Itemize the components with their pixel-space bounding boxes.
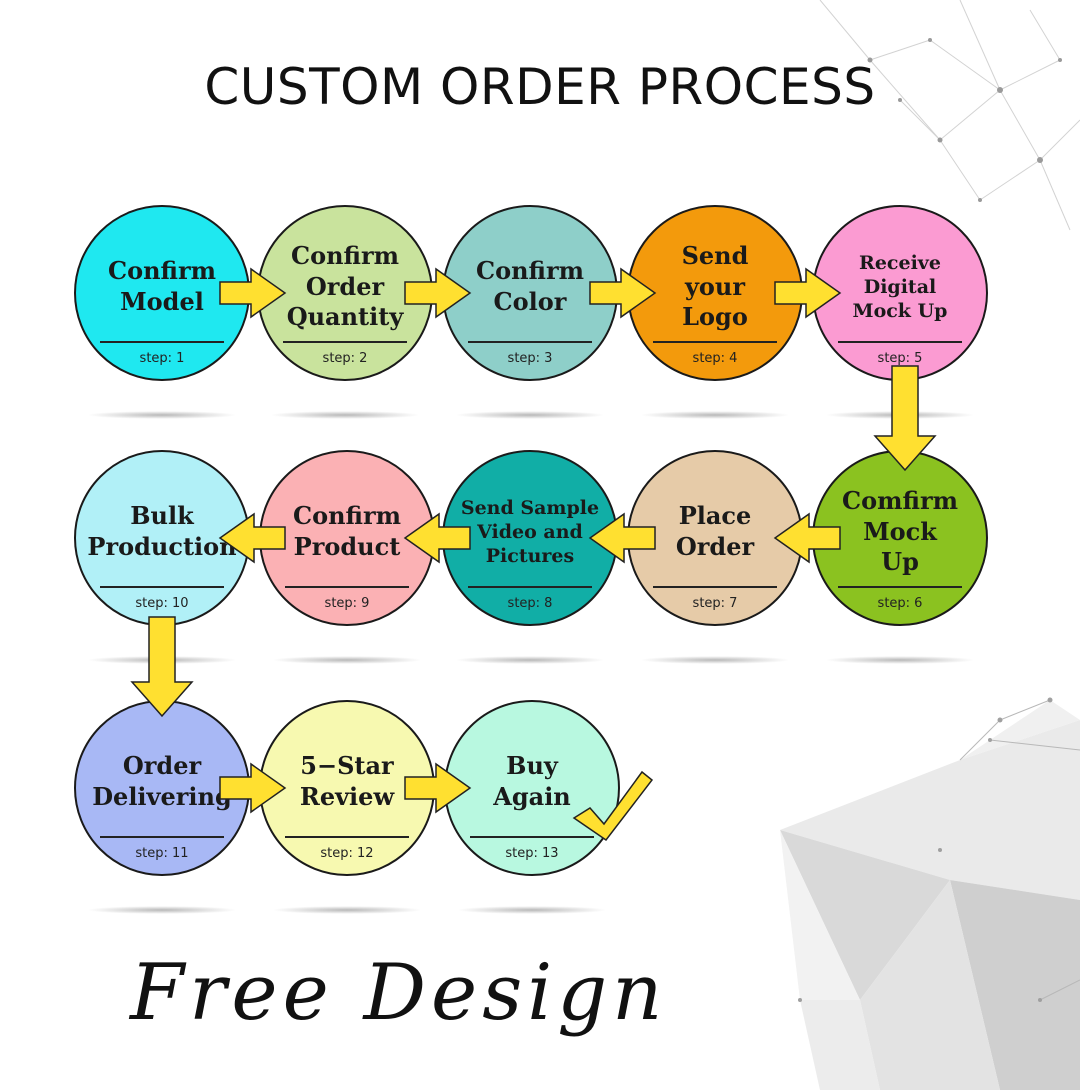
- step-divider: [653, 586, 777, 588]
- step-shadow: [272, 906, 422, 914]
- step-circle: Place Order step: 7: [627, 450, 803, 626]
- step-circle: Confirm Product step: 9: [259, 450, 435, 626]
- step-divider: [468, 586, 592, 588]
- step-number: step: 10: [135, 596, 189, 611]
- step-number: step: 13: [505, 846, 559, 861]
- step-number: step: 9: [324, 596, 370, 611]
- step-number: step: 2: [322, 351, 368, 366]
- step-label: 5−Star Review: [299, 751, 395, 811]
- step-label: Confirm Model: [107, 256, 217, 316]
- step-shadow: [270, 411, 420, 419]
- step-circle: 5−Star Review step: 12: [259, 700, 435, 876]
- network-lines-top-right: [819, 0, 1080, 231]
- step-circle: Buy Again step: 13: [444, 700, 620, 876]
- step-number: step: 8: [507, 596, 553, 611]
- step-label: Receive Digital Mock Up: [852, 251, 948, 323]
- step-number: step: 12: [320, 846, 374, 861]
- step-circle: Bulk Production step: 10: [74, 450, 250, 626]
- step-divider: [838, 341, 962, 343]
- step-shadow: [640, 411, 790, 419]
- step-circle: Send Sample Video and Pictures step: 8: [442, 450, 618, 626]
- step-circle: Confirm Model step: 1: [74, 205, 250, 381]
- step-circle: Comfirm Mock Up step: 6: [812, 450, 988, 626]
- polygon-shapes-bottom-right: [780, 700, 1080, 1090]
- step-shadow: [87, 906, 237, 914]
- step-label: Bulk Production: [87, 501, 237, 561]
- step-number: step: 7: [692, 596, 738, 611]
- step-divider: [100, 586, 224, 588]
- step-circle: Send your Logo step: 4: [627, 205, 803, 381]
- step-label: Buy Again: [493, 751, 571, 811]
- step-number: step: 6: [877, 596, 923, 611]
- step-shadow: [825, 411, 975, 419]
- step-circle: Receive Digital Mock Up step: 5: [812, 205, 988, 381]
- step-label: Send your Logo: [681, 240, 749, 332]
- step-label: Confirm Color: [475, 256, 585, 316]
- step-divider: [283, 341, 407, 343]
- step-label: Confirm Product: [292, 501, 402, 561]
- step-number: step: 3: [507, 351, 553, 366]
- step-divider: [838, 586, 962, 588]
- step-number: step: 4: [692, 351, 738, 366]
- step-number: step: 11: [135, 846, 189, 861]
- step-divider: [285, 836, 409, 838]
- step-divider: [100, 341, 224, 343]
- step-label: Order Delivering: [92, 751, 232, 811]
- page-title: CUSTOM ORDER PROCESS: [204, 58, 876, 116]
- step-circle: Order Delivering step: 11: [74, 700, 250, 876]
- step-label: Send Sample Video and Pictures: [460, 496, 600, 568]
- footer-text: Free Design: [130, 948, 668, 1038]
- step-shadow: [457, 906, 607, 914]
- step-label: Comfirm Mock Up: [842, 485, 958, 577]
- step-label: Place Order: [675, 501, 755, 561]
- step-shadow: [825, 656, 975, 664]
- step-shadow: [87, 411, 237, 419]
- step-divider: [285, 586, 409, 588]
- step-label: Confirm Order Quantity: [286, 240, 404, 332]
- step-shadow: [640, 656, 790, 664]
- step-divider: [653, 341, 777, 343]
- step-divider: [470, 836, 594, 838]
- step-shadow: [455, 656, 605, 664]
- step-divider: [468, 341, 592, 343]
- step-shadow: [272, 656, 422, 664]
- step-circle: Confirm Color step: 3: [442, 205, 618, 381]
- step-number: step: 1: [139, 351, 185, 366]
- step-shadow: [87, 656, 237, 664]
- step-number: step: 5: [877, 351, 923, 366]
- step-circle: Confirm Order Quantity step: 2: [257, 205, 433, 381]
- step-divider: [100, 836, 224, 838]
- step-shadow: [455, 411, 605, 419]
